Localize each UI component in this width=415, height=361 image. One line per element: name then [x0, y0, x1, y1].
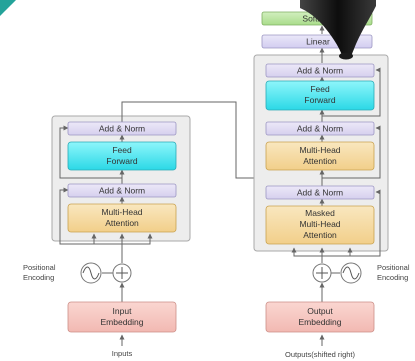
decoder-embedding-line1: Output: [307, 306, 333, 316]
encoder-attention-line1: Multi-Head: [101, 207, 142, 217]
dark-overlay-shape: [300, 0, 376, 60]
decoder-outputs-label: Outputs(shifted right): [285, 350, 356, 359]
encoder-embedding-line2: Embedding: [100, 317, 143, 327]
decoder-add-norm-top: [265, 63, 375, 78]
encoder-positional-line1: Positional: [23, 263, 56, 272]
decoder-add-norm-bottom: [265, 185, 375, 200]
decoder-linear-label: Linear: [306, 37, 330, 47]
decoder-add-norm-middle: [265, 121, 375, 136]
encoder-ff-line1: Feed: [112, 145, 132, 155]
encoder-add-norm-top-label: Add & Norm: [99, 124, 145, 134]
encoder-add-norm-top: [67, 121, 177, 136]
encoder-add-norm-bottom-label: Add & Norm: [99, 186, 145, 196]
encoder-feed-forward: [67, 141, 177, 171]
encoder-inputs-label: Inputs: [112, 349, 133, 358]
encoder-multi-head-attention: [67, 203, 177, 233]
encoder-positional-line2: Encoding: [23, 273, 54, 282]
decoder-add-norm-top-label: Add & Norm: [297, 66, 343, 76]
decoder-add-norm-bottom-label: Add & Norm: [297, 188, 343, 198]
decoder-positional-line1: Positional: [377, 263, 410, 272]
corner-accent-shape: [0, 0, 16, 16]
decoder-feed-forward: [265, 80, 375, 111]
decoder-connectors: [291, 25, 381, 302]
decoder-masked-line3: Attention: [303, 230, 337, 240]
decoder-ff-line2: Forward: [304, 95, 335, 105]
decoder-ff-line1: Feed: [310, 84, 330, 94]
encoder-positional-encoding: [80, 262, 132, 284]
encoder-attention-line2: Attention: [105, 218, 139, 228]
decoder-masked-attention: [265, 205, 375, 245]
decoder-add-norm-middle-label: Add & Norm: [297, 124, 343, 134]
decoder-cross-attention: [265, 141, 375, 171]
decoder-output-embedding: [265, 301, 375, 333]
decoder-positional-encoding: [312, 262, 362, 284]
encoder-input-embedding: [67, 301, 177, 333]
encoder-add-norm-bottom: [67, 183, 177, 198]
decoder-cross-attention-line1: Multi-Head: [299, 145, 340, 155]
decoder-positional-line2: Encoding: [377, 273, 408, 282]
encoder-embedding-line1: Input: [113, 306, 133, 316]
encoder-ff-line2: Forward: [106, 156, 137, 166]
decoder-embedding-line2: Embedding: [298, 317, 341, 327]
decoder-masked-line2: Multi-Head: [299, 219, 340, 229]
decoder-cross-attention-line2: Attention: [303, 156, 337, 166]
decoder-masked-line1: Masked: [305, 208, 335, 218]
